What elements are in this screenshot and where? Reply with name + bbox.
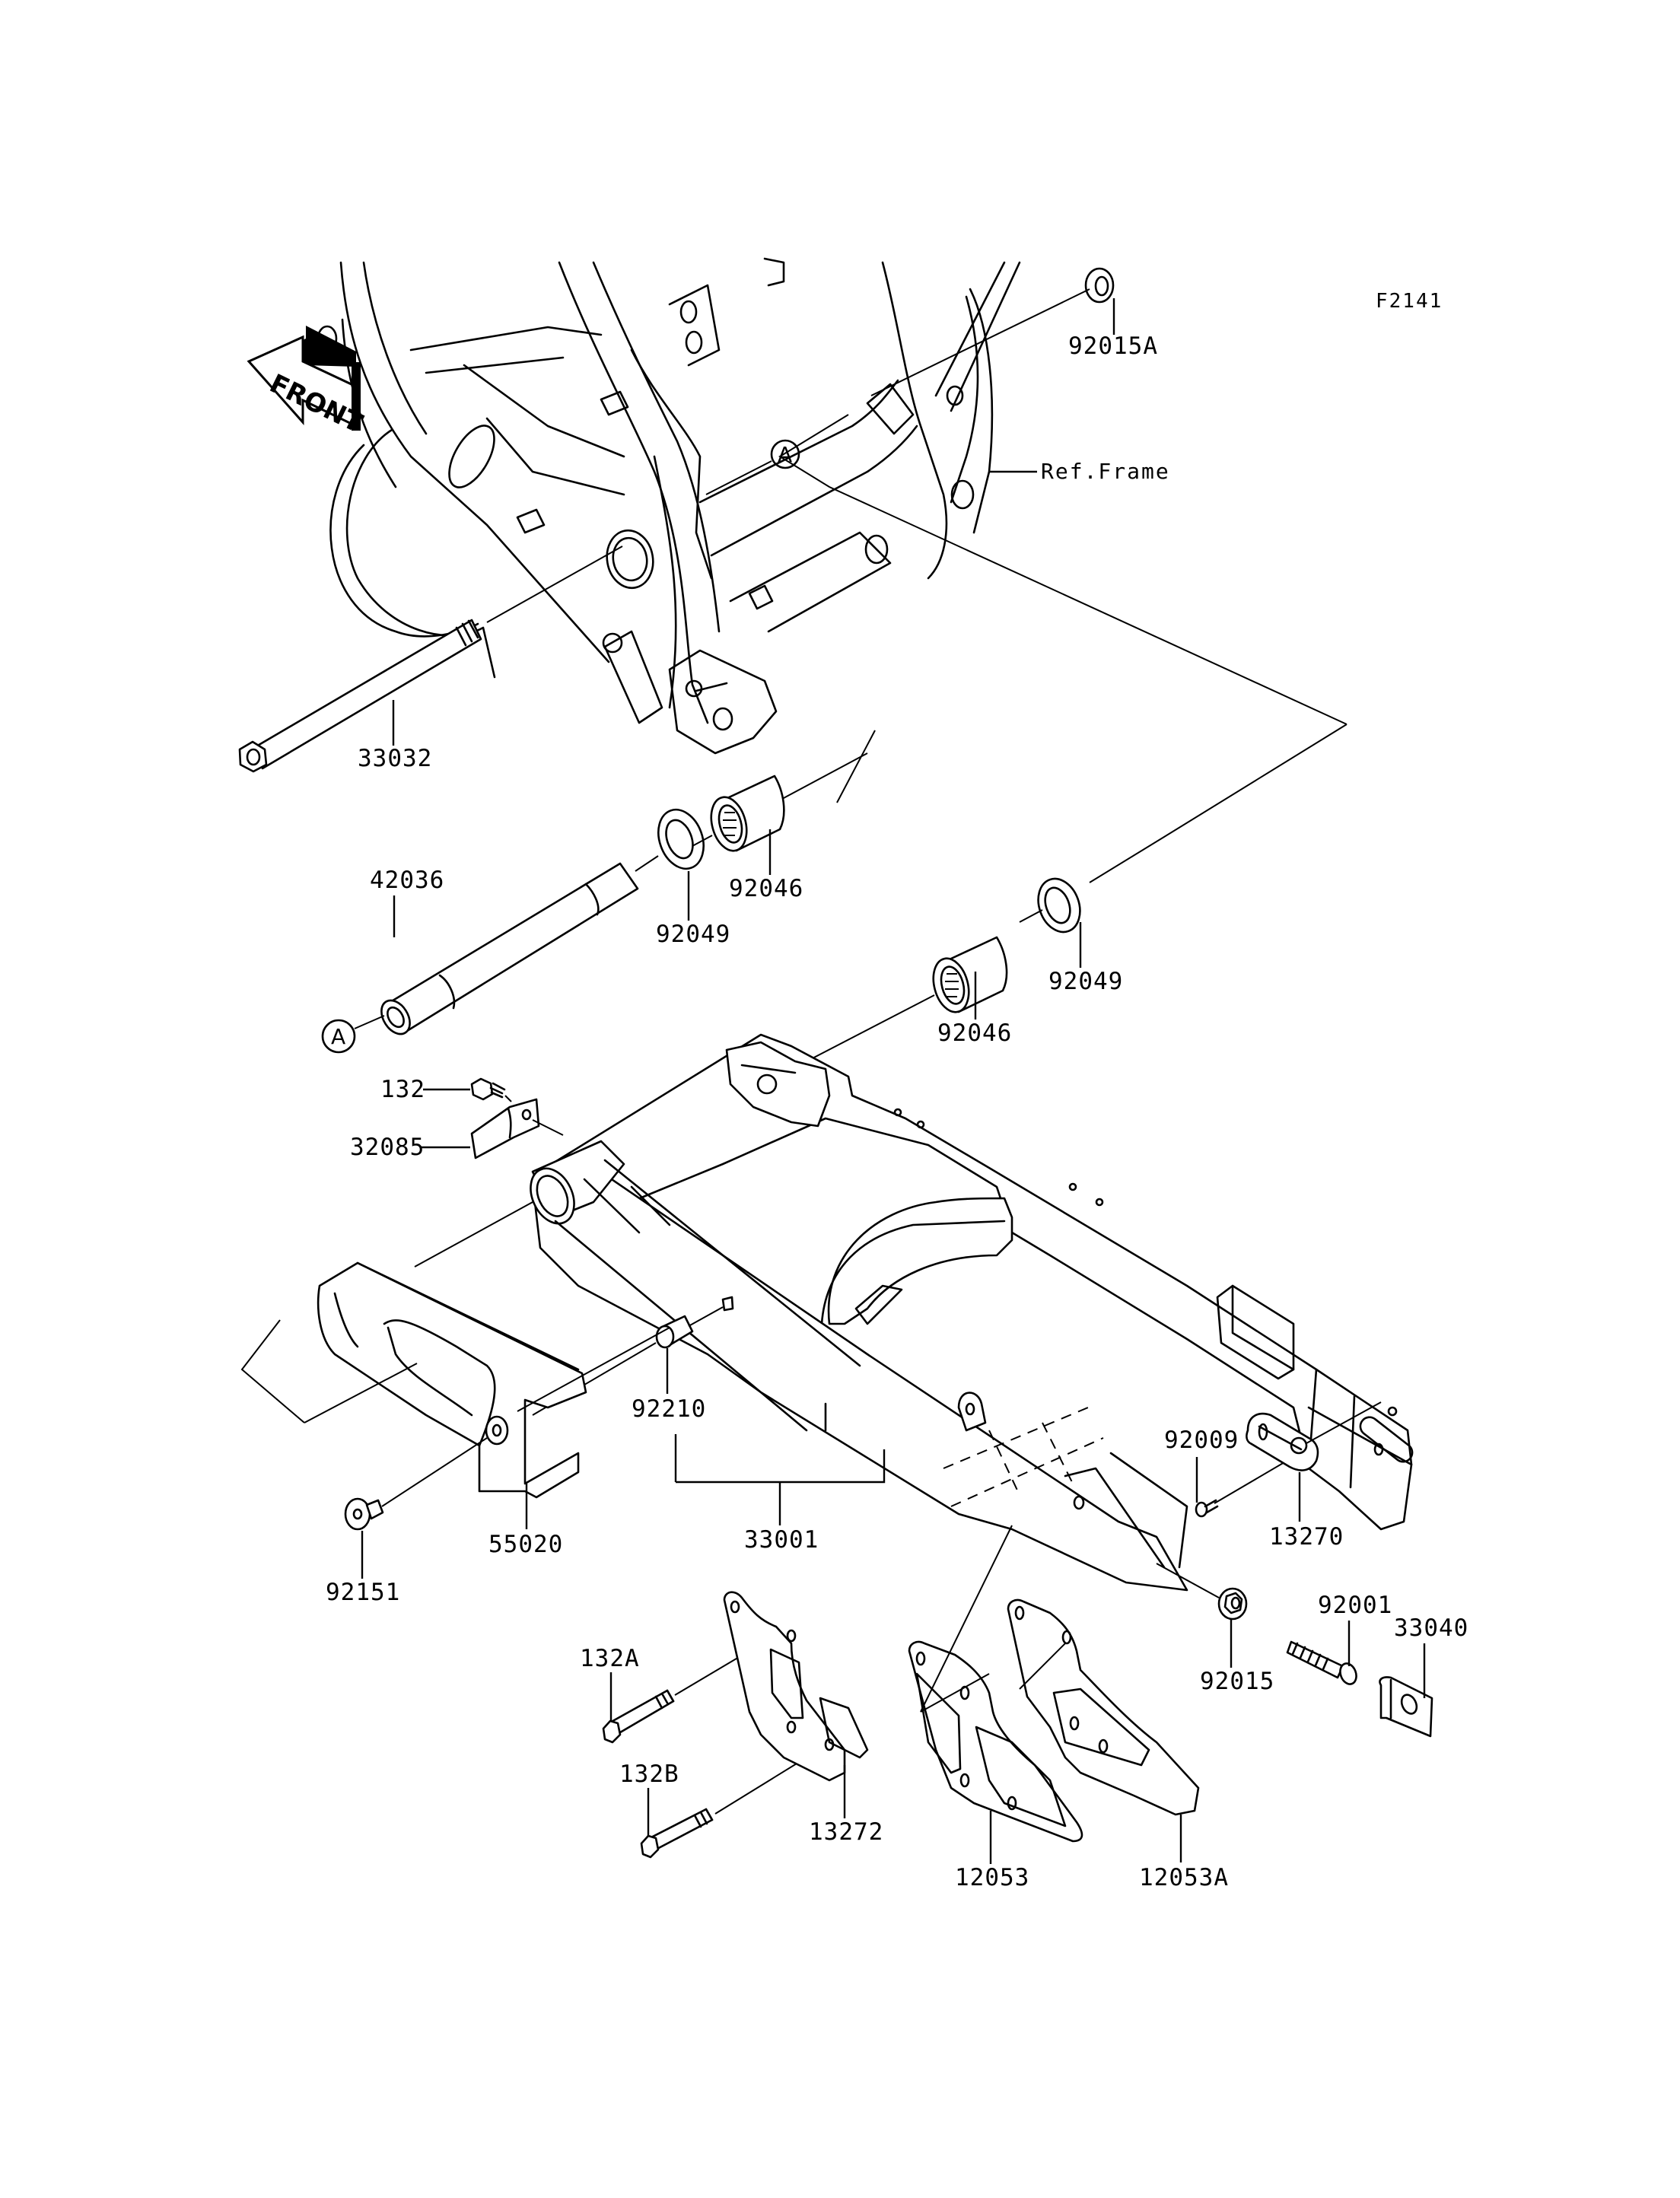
part-92015A[interactable]: 92015A — [870, 267, 1158, 396]
part-92151[interactable]: 92151 — [326, 1437, 488, 1606]
part-32085[interactable]: 32085 — [350, 1098, 564, 1161]
ref-frame-callout: Ref.Frame — [989, 459, 1170, 484]
label-92049-left: 92049 — [656, 921, 730, 948]
label-33032: 33032 — [358, 745, 432, 772]
svg-text:A: A — [331, 1024, 345, 1049]
label-92151: 92151 — [326, 1579, 400, 1606]
label-13270: 13270 — [1269, 1523, 1344, 1551]
part-13270[interactable]: 13270 — [1246, 1401, 1382, 1551]
part-42036[interactable]: 42036 — [370, 862, 639, 1039]
label-13272: 13272 — [809, 1818, 883, 1846]
part-55020[interactable]: 55020 — [240, 1201, 670, 1558]
label-132A: 132A — [580, 1645, 640, 1672]
label-12053A: 12053A — [1139, 1864, 1229, 1891]
part-92049-left[interactable]: 92049 — [635, 803, 730, 948]
part-92015[interactable]: 92015 — [1156, 1563, 1274, 1695]
label-33001: 33001 — [744, 1526, 819, 1554]
label-92049-right: 92049 — [1048, 968, 1123, 995]
part-33040[interactable]: 33040 — [1379, 1614, 1468, 1738]
part-92046-right[interactable]: 92046 — [787, 936, 1012, 1072]
label-92046-left: 92046 — [729, 875, 803, 902]
label-92001: 92001 — [1318, 1592, 1392, 1619]
label-132B: 132B — [619, 1761, 679, 1788]
label-42036: 42036 — [370, 867, 444, 894]
label-33040: 33040 — [1394, 1614, 1468, 1642]
leader-line — [781, 752, 868, 800]
ref-marker-a-frame: A — [705, 439, 800, 495]
part-12053[interactable]: 12053 — [908, 1525, 1083, 1891]
part-92049-right[interactable]: 92049 — [1019, 724, 1348, 995]
label-92210: 92210 — [632, 1395, 706, 1423]
frame-drawing — [317, 257, 1348, 755]
svg-text:A: A — [778, 442, 792, 467]
part-13272[interactable]: 13272 — [723, 1591, 883, 1846]
ref-marker-a-sleeve: A — [321, 1015, 385, 1054]
part-92046-left[interactable]: 92046 — [692, 775, 803, 902]
part-132B[interactable]: 132B — [619, 1757, 807, 1859]
label-92015: 92015 — [1200, 1668, 1274, 1695]
part-12053A[interactable]: 12053A — [1007, 1598, 1229, 1891]
ref-frame-label: Ref.Frame — [1041, 459, 1170, 484]
part-33032[interactable]: 33032 — [238, 619, 482, 773]
part-33001-swingarm[interactable]: 33001 — [522, 1033, 1416, 1592]
label-92009: 92009 — [1164, 1427, 1239, 1454]
part-132[interactable]: 132 — [380, 1076, 512, 1103]
label-32085: 32085 — [350, 1134, 425, 1161]
part-92210[interactable]: 92210 — [532, 1296, 734, 1423]
figure-code: F2141 — [1376, 290, 1443, 313]
label-12053: 12053 — [955, 1864, 1029, 1891]
label-55020: 55020 — [488, 1531, 563, 1558]
label-92046-right: 92046 — [937, 1019, 1012, 1047]
leader-line — [836, 730, 876, 803]
front-direction-arrow: FRONT — [247, 326, 368, 439]
label-132: 132 — [380, 1076, 425, 1103]
label-92015A: 92015A — [1068, 332, 1158, 360]
part-92009[interactable]: 92009 — [1164, 1427, 1294, 1518]
part-132A[interactable]: 132A — [580, 1639, 769, 1744]
part-92001[interactable]: 92001 — [1286, 1592, 1392, 1687]
